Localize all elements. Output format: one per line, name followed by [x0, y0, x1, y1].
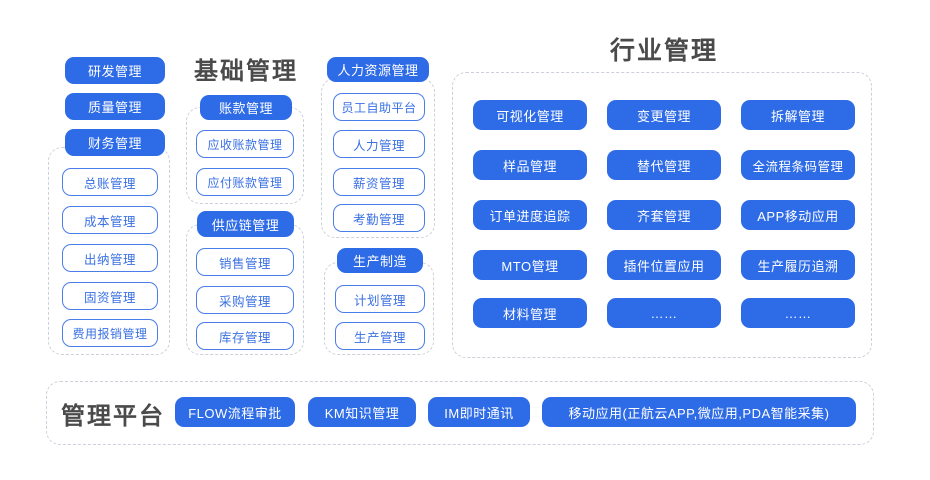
platform-group-box [46, 381, 874, 445]
button-manpower-management: 人力管理 [333, 130, 425, 158]
group-header-accounts-management: 账款管理 [200, 95, 292, 120]
button-attendance-management: 考勤管理 [333, 204, 425, 232]
button-sales-management: 销售管理 [196, 248, 294, 276]
button-mto-management: MTO管理 [473, 250, 587, 280]
button-planning-management: 计划管理 [335, 285, 425, 313]
industry-group-box [452, 72, 872, 358]
button-ellipsis-2: …… [741, 298, 855, 328]
button-sample-management: 样品管理 [473, 150, 587, 180]
management-platform-title: 管理平台 [61, 402, 165, 430]
button-fixed-assets: 固资管理 [62, 282, 158, 310]
button-ellipsis-1: …… [607, 298, 721, 328]
button-expense-reimbursement: 费用报销管理 [62, 319, 158, 347]
button-visualization-management: 可视化管理 [473, 100, 587, 130]
button-app-mobile: APP移动应用 [741, 200, 855, 230]
button-change-management: 变更管理 [607, 100, 721, 130]
group-header-supply-chain: 供应链管理 [197, 211, 294, 237]
button-cost-management: 成本管理 [62, 206, 158, 234]
button-quality-management: 质量管理 [65, 93, 165, 120]
button-procurement-management: 采购管理 [196, 286, 294, 314]
button-rd-management: 研发管理 [65, 57, 165, 84]
button-order-progress-tracking: 订单进度追踪 [473, 200, 587, 230]
button-material-management: 材料管理 [473, 298, 587, 328]
button-substitution-management: 替代管理 [607, 150, 721, 180]
button-mobile-apps: 移动应用(正航云APP,微应用,PDA智能采集) [542, 397, 856, 427]
button-payroll-management: 薪资管理 [333, 168, 425, 196]
industry-management-title: 行业管理 [609, 37, 718, 65]
button-component-placement: 插件位置应用 [607, 250, 721, 280]
base-management-title: 基础管理 [194, 57, 298, 85]
button-inventory-management: 库存管理 [196, 322, 294, 350]
group-header-finance-management: 财务管理 [65, 129, 165, 156]
group-header-production-manufacturing: 生产制造 [337, 248, 423, 273]
button-general-ledger: 总账管理 [62, 168, 158, 196]
button-km-knowledge: KM知识管理 [308, 397, 416, 427]
group-header-hr-management: 人力资源管理 [327, 57, 429, 82]
button-full-process-barcode: 全流程条码管理 [741, 150, 855, 180]
button-production-history-trace: 生产履历追溯 [741, 250, 855, 280]
button-kitting-management: 齐套管理 [607, 200, 721, 230]
button-accounts-receivable: 应收账款管理 [196, 130, 294, 158]
button-accounts-payable: 应付账款管理 [196, 168, 294, 196]
button-disassembly-management: 拆解管理 [741, 100, 855, 130]
button-flow-approval: FLOW流程审批 [175, 397, 295, 427]
button-production-management: 生产管理 [335, 322, 425, 350]
button-im-messaging: IM即时通讯 [428, 397, 530, 427]
button-employee-self-service: 员工自助平台 [333, 93, 425, 121]
button-cashier-management: 出纳管理 [62, 244, 158, 272]
